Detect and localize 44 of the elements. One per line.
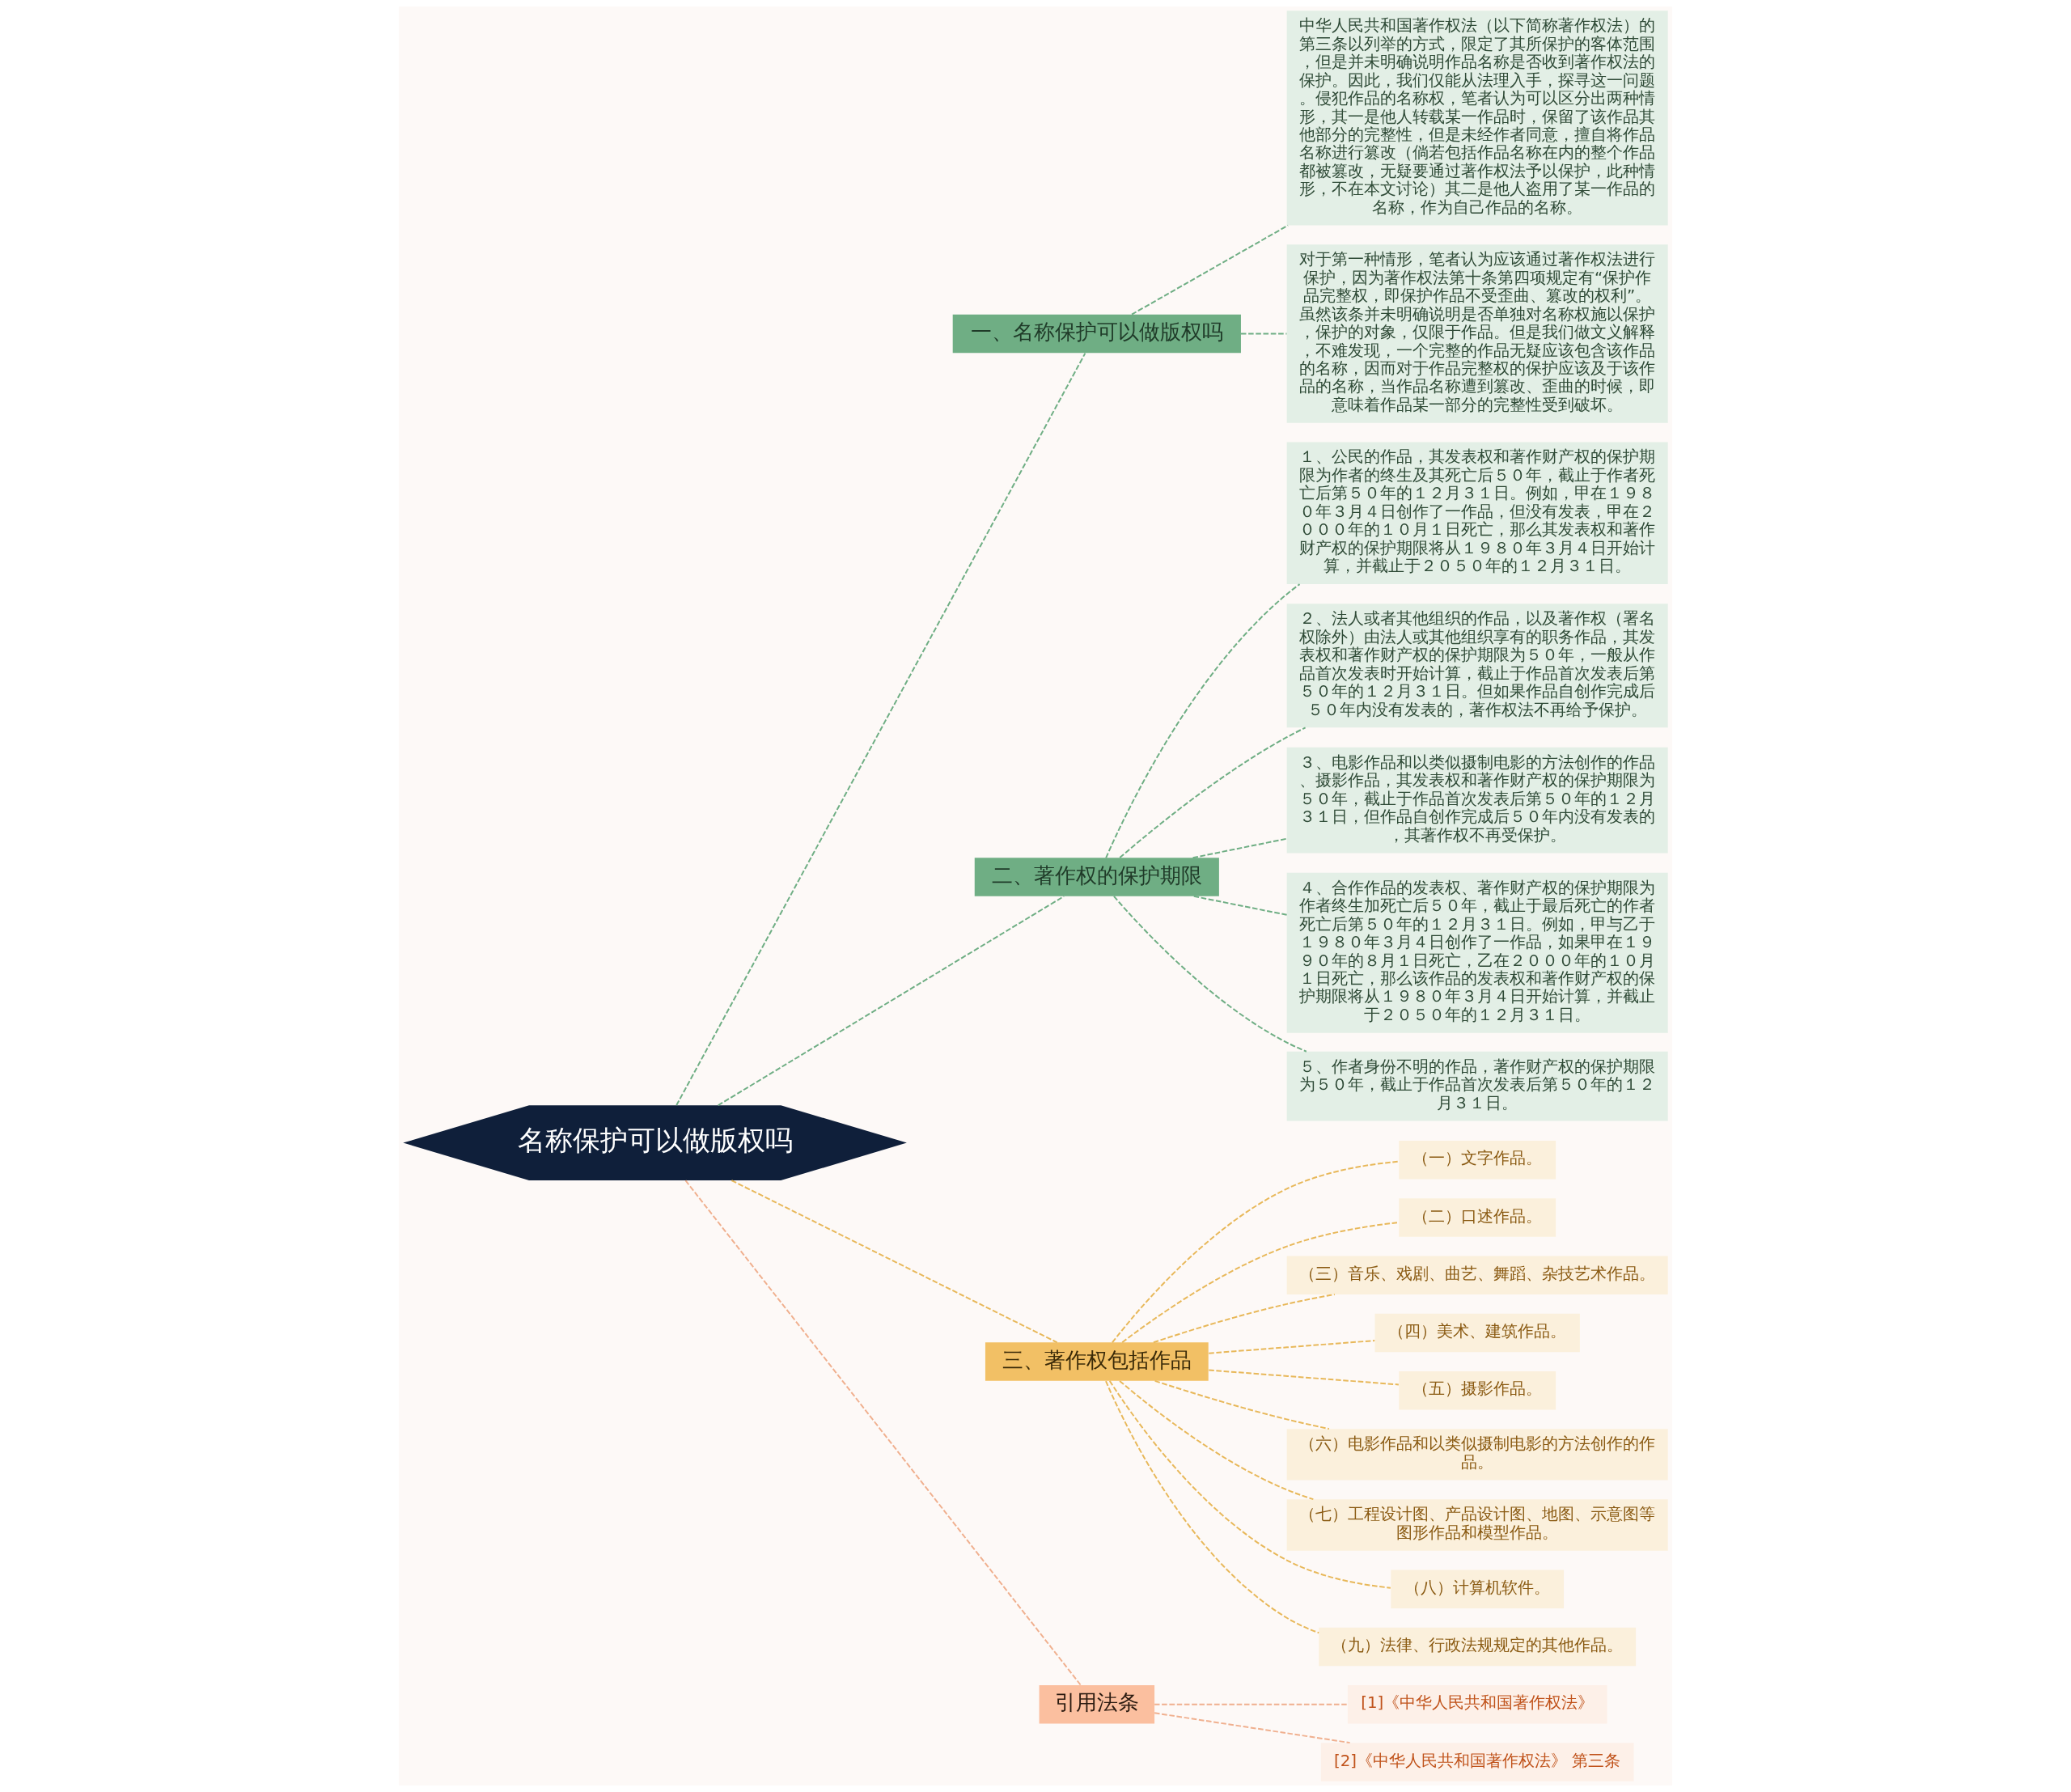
connector <box>1112 895 1307 1053</box>
connector <box>1131 224 1290 316</box>
node-box: ５、作者身份不明的作品，著作财产权的保护期限为５０年，截止于作品首次发表后第５０年的１２月３１日。 <box>1286 1051 1668 1121</box>
node-box: 三、著作权包括作品 <box>985 1342 1209 1381</box>
connector <box>1119 1379 1315 1501</box>
connector <box>1152 1294 1336 1344</box>
node-box: 对于第一种情形，笔者认为应该通过著作权法进行保护，因为著作权法第十条第四项规定有“保护作品完整权，即保护作品不受歪曲、篡改的权利”。虽然该条并未明确说明是否单独对名称权施以保护，保护的对象，仅限于作品。但是我们做文义解释，不难发现，一个完整的作品无疑应该包含该作品的名称，因而对于作品完整权的保护应该及于该作品的名称，当作品名称遭到篡改、歪曲的时候，即意味着作品某一部分的完整性受到破坏。 <box>1286 244 1668 423</box>
connector <box>1240 333 1288 335</box>
node-box: （二）口述作品。 <box>1399 1198 1556 1237</box>
node-box: （七）工程设计图、产品设计图、地图、示意图等图形作品和模型作品。 <box>1286 1499 1668 1551</box>
connector <box>1192 895 1288 916</box>
connector <box>1208 1369 1400 1386</box>
node-box: （五）摄影作品。 <box>1399 1371 1556 1410</box>
connector <box>731 1180 1058 1344</box>
connector <box>1154 1712 1351 1744</box>
connector <box>1108 1379 1391 1589</box>
node-box: （六）电影作品和以类似摄制电影的方法创作的作品。 <box>1286 1429 1668 1481</box>
connector <box>1121 1221 1400 1344</box>
connector <box>1192 837 1288 859</box>
connector <box>1105 583 1301 859</box>
node-box: 中华人民共和国著作权法（以下简称著作权法）的第三条以列举的方式，限定了其所保护的客体范围，但是并未明确说明作品名称是否收到著作权法的保护。因此，我们仅能从法理入手，探寻这一问题。侵犯作品的名称权，笔者认为可以区分出两种情形，其一是他人转载某一作品时，保留了该作品其他部分的完整性，但是未经作者同意，擅自将作品名称进行篡改（倘若包括作品名称在内的整个作品都被篡改，无疑要通过著作权法予以保护，此种情形，不在本文讨论）其二是他人盗用了某一作品的名称，作为自己作品的名称。 <box>1286 11 1668 226</box>
connector <box>717 895 1065 1107</box>
node-box: ２、法人或者其他组织的作品，以及著作权（署名权除外）由法人或其他组织享有的职务作品，其发表权和著作财产权的保护期限为５０年，一般从作品首次发表时开始计算，截止于作品首次发表后第５０年的１２月３１日。但如果作品自创作完成后５０年内没有发表的，著作权法不再给予保护。 <box>1286 604 1668 728</box>
node-box: 二、著作权的保护期限 <box>974 858 1219 896</box>
node-box: [2]《中华人民共和国著作权法》 第三条 <box>1320 1743 1634 1781</box>
connector <box>1208 1340 1376 1354</box>
connector <box>1119 727 1307 859</box>
connector <box>1154 1703 1349 1705</box>
node-box: １、公民的作品，其发表权和著作财产权的保护期限为作者的终生及其死亡后５０年，截止于作者死亡后第５０年的１２月３１日。例如，甲在１９８０年３月４日创作了一作品，但没有发表，甲在２０００年的１０月１日死亡，那么其发表权和著作财产权的保护期限将从１９８０年３月４日开始计算，并截止于２０５０年的１２月３１日。 <box>1286 442 1668 584</box>
connector <box>676 352 1086 1107</box>
node-box: （一）文字作品。 <box>1399 1141 1556 1180</box>
node-box: ４、合作作品的发表权、著作财产权的保护期限为作者终生加死亡后５０年，截止于最后死亡的作者死亡后第５０年的１２月３１日。例如，甲与乙于１９８０年３月４日创作了一作品，如果甲在１９９０年的８月１日死亡，乙在２０００年的１０月１日死亡，那么该作品的发表权和著作财产权的保护期限将从１９８０年３月４日开始计算，并截止于２０５０年的１２月３１日。 <box>1286 872 1668 1033</box>
connector <box>1111 1160 1400 1344</box>
node-box: （四）美术、建筑作品。 <box>1374 1313 1580 1353</box>
node-box: ３、电影作品和以类似摄制电影的方法创作的作品、摄影作品，其发表权和著作财产权的保护期限为５０年，截止于作品首次发表后第５０年的１２月３１日，但作品自创作完成后５０年内没有发表的，其著作权不再受保护。 <box>1286 747 1668 854</box>
connector <box>684 1180 1082 1686</box>
node-box: （九）法律、行政法规规定的其他作品。 <box>1319 1627 1637 1667</box>
node-box: 引用法条 <box>1039 1684 1155 1724</box>
node-box: 一、名称保护可以做版权吗 <box>952 314 1241 354</box>
connector <box>1105 1380 1320 1634</box>
node-box: （三）音乐、戏剧、曲艺、舞蹈、杂技艺术作品。 <box>1286 1256 1668 1294</box>
node-box: [1]《中华人民共和国著作权法》 <box>1347 1684 1607 1724</box>
node-box: （八）计算机软件。 <box>1391 1570 1565 1608</box>
connector <box>1154 1379 1330 1430</box>
